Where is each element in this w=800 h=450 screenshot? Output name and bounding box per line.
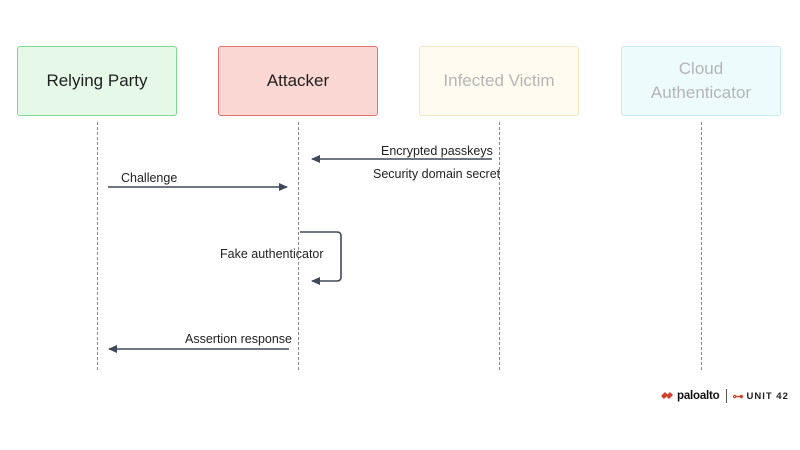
actor-label: Attacker — [266, 71, 330, 90]
actor-attacker: Attacker — [218, 46, 378, 116]
paloalto-logo-icon — [661, 392, 673, 399]
actor-label: Relying Party — [46, 71, 148, 90]
footer-logo: paloalto ⊶ UNIT 42 — [660, 386, 789, 406]
message-assertion-response: Assertion response — [185, 332, 293, 346]
message-challenge: Challenge — [121, 171, 178, 185]
arrow-fake-authenticator — [300, 231, 342, 285]
lifeline-attacker — [298, 122, 299, 370]
actor-label: Infected Victim — [443, 71, 555, 90]
unit42-logo-icon: ⊶ — [732, 390, 744, 403]
message-fake-authenticator: Fake authenticator — [220, 247, 324, 261]
actor-cloud-authenticator: Cloud Authenticator — [621, 46, 781, 116]
actor-relying-party: Relying Party — [17, 46, 177, 116]
lifeline-infected-victim — [499, 122, 500, 370]
actor-infected-victim: Infected Victim — [419, 46, 579, 116]
actor-label: Cloud Authenticator — [650, 59, 752, 102]
paloalto-wordmark: paloalto — [677, 390, 720, 402]
lifeline-cloud-authenticator — [701, 122, 702, 370]
logo-divider — [725, 389, 727, 403]
message-encrypted-passkeys: Encrypted passkeys — [381, 144, 493, 158]
unit42-wordmark: UNIT 42 — [746, 390, 789, 402]
lifeline-relying-party — [97, 122, 98, 370]
message-security-domain-secret: Security domain secret — [373, 167, 501, 181]
